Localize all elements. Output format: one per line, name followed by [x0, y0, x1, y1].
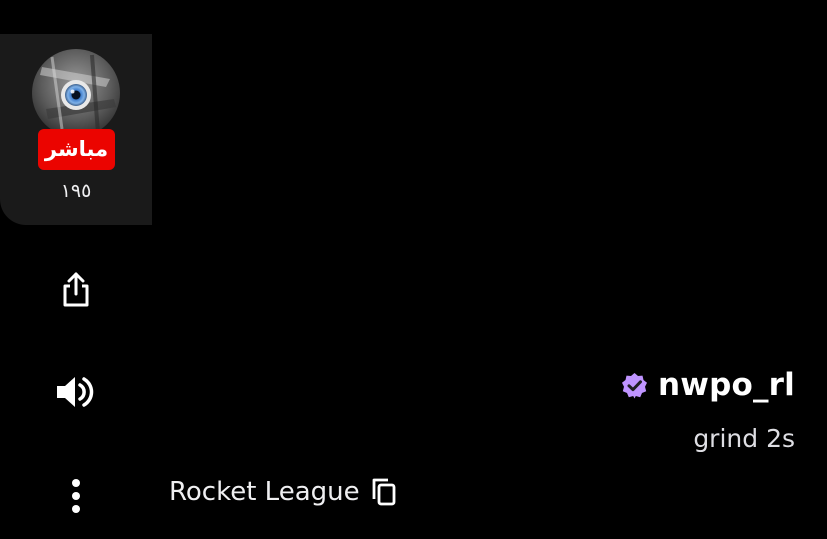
streamer-name: nwpo_rl	[657, 367, 795, 403]
volume-icon	[57, 377, 94, 407]
category-link[interactable]: Rocket League	[169, 477, 360, 507]
more-options-button[interactable]	[50, 470, 102, 522]
stream-title: grind 2s	[693, 424, 795, 453]
avatar[interactable]	[32, 49, 120, 137]
avatar-image	[32, 49, 120, 137]
verified-badge-icon	[621, 372, 647, 398]
category-row: Rocket League	[169, 474, 398, 510]
copy-button[interactable]	[370, 477, 398, 507]
streamer-link[interactable]: nwpo_rl	[621, 364, 795, 406]
more-vertical-icon	[72, 479, 80, 513]
live-badge: مباشر	[38, 129, 115, 170]
volume-button[interactable]	[50, 366, 102, 418]
share-icon	[63, 272, 89, 307]
channel-card[interactable]: مباشر ١٩٥	[0, 34, 152, 225]
viewer-count: ١٩٥	[60, 180, 92, 202]
copy-icon	[372, 478, 396, 506]
share-button[interactable]	[50, 264, 102, 316]
